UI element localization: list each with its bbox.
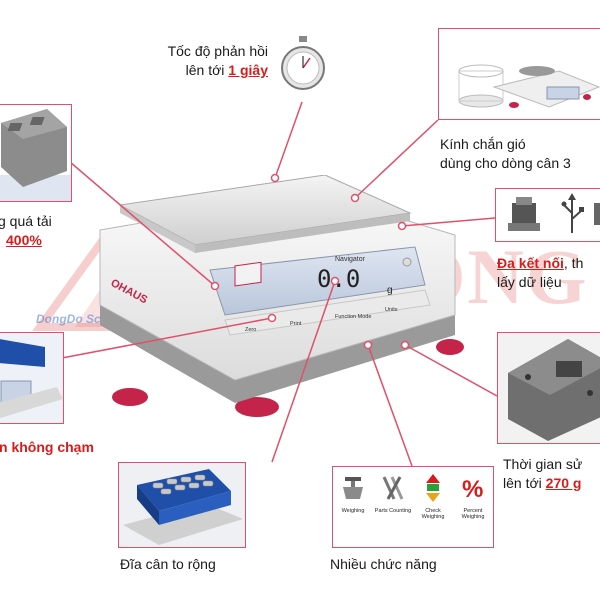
windshield-line1: Kính chắn gió — [440, 136, 526, 152]
windshield-image — [438, 28, 600, 120]
connectivity-highlight: Đa kết nối — [497, 255, 564, 271]
function-item: % Percent Weighing — [454, 473, 492, 520]
connectivity-image — [495, 188, 600, 242]
zero-button-label: Zero — [245, 327, 256, 333]
function-button-label: Function Mode — [335, 314, 371, 320]
unit-label: g — [387, 285, 393, 296]
touchless-label: n không chạm — [0, 439, 94, 455]
battery-highlight: 270 g — [545, 475, 582, 491]
response-line2: lên tới — [185, 62, 229, 78]
parts-counting-icon — [382, 476, 404, 500]
function-label: Percent Weighing — [461, 508, 485, 520]
battery-line2: lên tới — [503, 475, 546, 491]
watermark-subtext: DongDo Scale — [36, 312, 118, 326]
connectivity-line1: , th — [563, 255, 584, 271]
model-label: Navigator — [335, 256, 366, 263]
functions-image: Weighing Parts Counting Check Weighing — [332, 466, 494, 548]
overload-image — [0, 104, 72, 202]
battery-line1: Thời gian sử — [503, 456, 583, 472]
connectivity-line2: lấy dữ liệu — [497, 274, 562, 290]
units-button-label: Units — [385, 307, 398, 313]
overload-line1: g quá tải — [0, 213, 52, 229]
response-speed-label: Tốc độ phản hồi lên tới 1 giây — [134, 42, 268, 80]
windshield-line2: dùng cho dòng cân 3 — [440, 155, 571, 171]
function-item: Weighing — [334, 473, 372, 520]
pan-image — [118, 462, 246, 548]
response-line1: Tốc độ phản hồi — [167, 43, 268, 59]
overload-highlight: 400% — [6, 232, 42, 248]
touchless-image — [0, 332, 64, 424]
functions-label: Nhiều chức năng — [330, 556, 437, 572]
function-item: Parts Counting — [374, 473, 412, 520]
response-highlight: 1 giây — [228, 62, 268, 78]
weighing-icon — [343, 477, 363, 499]
print-button-label: Print — [290, 321, 302, 327]
pan-label: Đĩa cân to rộng — [120, 556, 216, 572]
battery-label: Thời gian sử lên tới 270 g — [503, 455, 582, 493]
stopwatch-icon — [281, 36, 325, 90]
windshield-label: Kính chắn gió dùng cho dòng cân 3 — [440, 135, 571, 173]
battery-image — [497, 332, 600, 444]
svg-text:%: % — [462, 476, 483, 503]
function-label: Check Weighing — [421, 508, 445, 520]
function-label: Weighing — [341, 508, 365, 514]
function-label: Parts Counting — [374, 508, 412, 514]
function-item: Check Weighing — [414, 473, 452, 520]
check-weighing-icon — [426, 474, 440, 502]
overload-label: g quá tải 400% — [0, 212, 52, 250]
percent-icon: % — [462, 476, 483, 503]
connectivity-label: Đa kết nối, th lấy dữ liệu — [497, 254, 583, 292]
